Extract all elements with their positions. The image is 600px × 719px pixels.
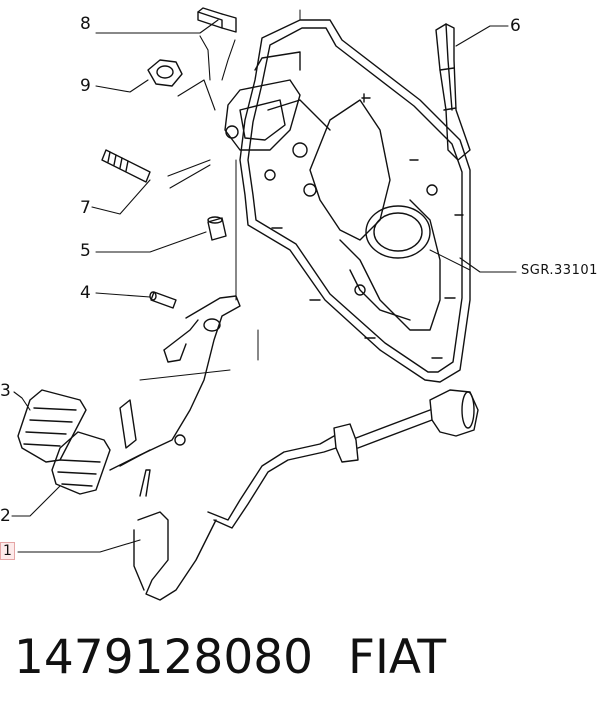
part-number: 1479128080 bbox=[14, 630, 314, 685]
bracket-part-6 bbox=[435, 23, 471, 161]
stud-part-7 bbox=[101, 149, 151, 183]
callout-3: 3 bbox=[0, 381, 11, 401]
bushing-part-5 bbox=[207, 216, 227, 241]
leader-lines bbox=[11, 19, 517, 553]
nut-part-9 bbox=[147, 59, 183, 87]
pedal-pad-part-2 bbox=[51, 431, 111, 495]
callout-8: 8 bbox=[80, 14, 91, 34]
callout-1: 1 bbox=[0, 542, 15, 560]
pin-part-4 bbox=[149, 291, 177, 309]
pedal-pad-part-3 bbox=[17, 389, 87, 463]
pedal-arm bbox=[109, 295, 241, 471]
callout-4: 4 bbox=[80, 283, 91, 303]
callout-2: 2 bbox=[0, 506, 11, 526]
callout-7: 7 bbox=[80, 198, 91, 218]
brand-name: FIAT bbox=[348, 630, 447, 685]
callout-6: 6 bbox=[510, 16, 521, 36]
cable-part-1 bbox=[133, 389, 479, 601]
mounting-plate bbox=[224, 19, 471, 383]
reference-label: SGR.33101 bbox=[521, 263, 598, 278]
bolt-part-8 bbox=[197, 7, 237, 33]
callout-9: 9 bbox=[80, 76, 91, 96]
callout-5: 5 bbox=[80, 241, 91, 261]
